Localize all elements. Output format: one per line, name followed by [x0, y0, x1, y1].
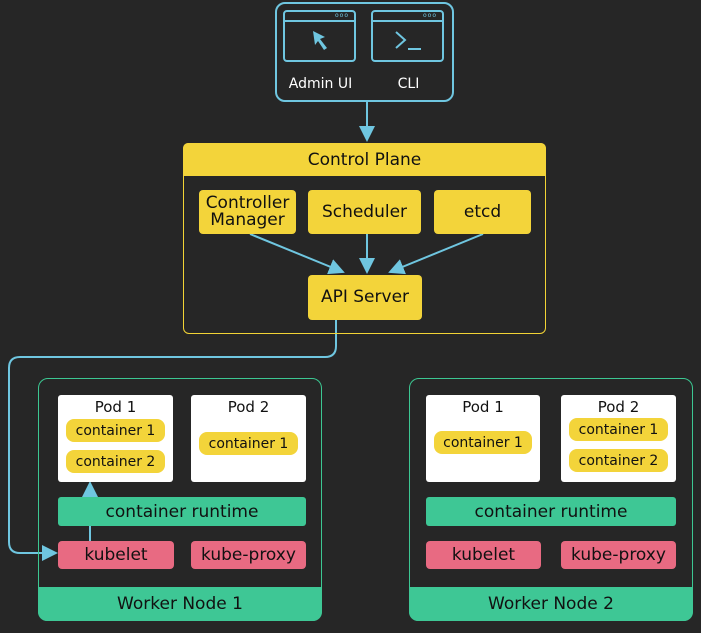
node-1-pod-2-container-1[interactable]: container 1 — [199, 432, 298, 455]
node-2-pod-2-title: Pod 2 — [597, 398, 640, 416]
terminal-prompt-icon — [395, 31, 421, 50]
node-1-pod-2-title: Pod 2 — [227, 398, 270, 416]
node-2-pod-1-container-1[interactable]: container 1 — [434, 431, 532, 454]
admin-ui-label: Admin UI — [288, 76, 353, 92]
node-2-kubelet[interactable]: kubelet — [426, 541, 541, 569]
admin-ui-monitor-icon[interactable]: ooo — [283, 10, 356, 62]
api-server-box[interactable]: API Server — [308, 275, 422, 320]
control-plane-title: Control Plane — [183, 143, 546, 176]
node-1-kubelet[interactable]: kubelet — [58, 541, 174, 569]
node-2-container-runtime[interactable]: container runtime — [426, 497, 676, 526]
worker-node-1-footer: Worker Node 1 — [38, 587, 322, 621]
node-2-pod-2-container-2[interactable]: container 2 — [569, 449, 668, 472]
arrow-api-to-kubelet — [8, 320, 337, 561]
cli-monitor-icon[interactable]: ooo — [371, 10, 444, 62]
node-1-kube-proxy[interactable]: kube-proxy — [191, 541, 306, 569]
arrow-etcd-to-api — [388, 233, 484, 275]
cursor-icon — [313, 31, 327, 50]
node-1-pod-1-title: Pod 1 — [94, 398, 137, 416]
worker-node-2-footer: Worker Node 2 — [409, 587, 693, 621]
node-1-pod-1-container-2[interactable]: container 2 — [66, 450, 165, 473]
node-1-pod-1-container-1[interactable]: container 1 — [66, 419, 165, 442]
clients-panel — [275, 2, 454, 102]
scheduler-box[interactable]: Scheduler — [308, 190, 421, 234]
node-1-container-runtime[interactable]: container runtime — [58, 497, 306, 526]
node-2-pod-2-container-1[interactable]: container 1 — [569, 418, 668, 441]
arrow-controller-manager-to-api — [249, 233, 345, 275]
cli-label: CLI — [397, 76, 420, 92]
node-2-pod-1-title: Pod 1 — [462, 398, 504, 416]
etcd-box[interactable]: etcd — [434, 190, 531, 234]
node-2-kube-proxy[interactable]: kube-proxy — [561, 541, 676, 569]
controller-manager-box[interactable]: Controller Manager — [199, 190, 296, 234]
